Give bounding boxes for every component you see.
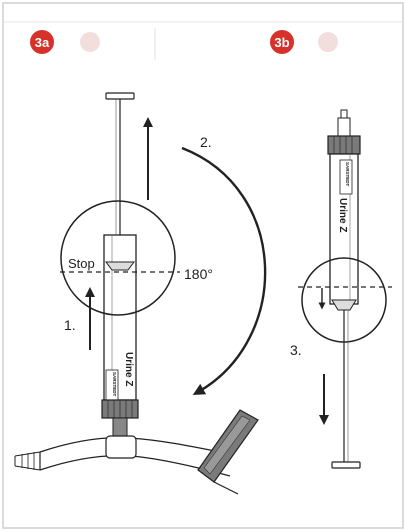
badge-label-3a: 3a [35,35,50,50]
step-1-label: 1. [64,317,76,333]
brand-text-a: SARSTEDT [112,372,117,397]
brand-sticker-b [339,159,353,195]
step-badge-3b: 3b [270,30,294,54]
angle-label: 180° [184,266,213,282]
top-tip [337,117,351,137]
tube-label-a: Urine Z [123,352,134,386]
magnifier-circle-a [60,200,176,316]
panel-a: 3a Urine Z SARSTEDT [14,28,267,495]
badge-label-3b: 3b [274,35,289,50]
ghost-badge-icon [318,32,338,52]
step-3-label: 3. [290,342,302,358]
tube-clamp [197,409,259,495]
step-badge-3a: 3a [30,30,54,54]
rotation-arrow [181,146,267,395]
badge-circle [30,30,54,54]
ghost-badge-icon [80,32,100,52]
brand-text-b: SARSTEDT [345,162,350,187]
hose-nozzle [14,451,41,471]
step-2-label: 2. [200,134,212,150]
plunger-handle [105,92,135,100]
stop-label: Stop [68,256,95,271]
connector-tip [112,417,128,437]
panel-b: 3b SARSTEDT Urine Z 3. [270,30,392,469]
tube-label-b: Urine Z [337,198,348,232]
plunger-handle-b [331,461,361,469]
plunger-stopper-b [331,299,357,311]
badge-circle [270,30,294,54]
syringe-cap-b [327,135,361,155]
sampling-port [105,435,137,459]
plunger-stopper [105,261,135,271]
